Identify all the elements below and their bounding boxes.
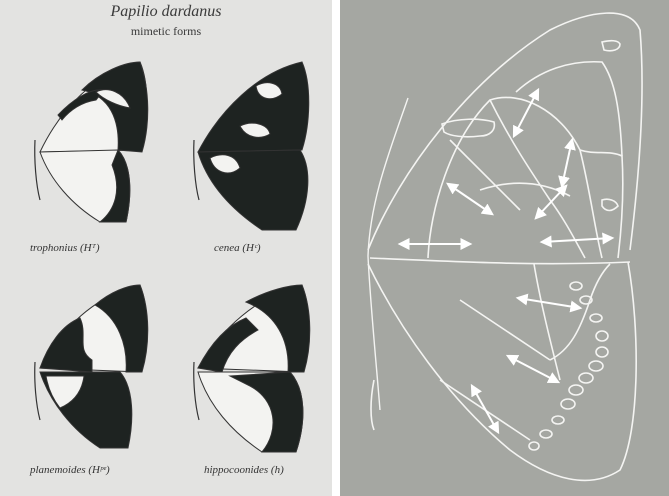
wing-venation-panel [340,0,669,496]
butterfly-trophonius [35,62,148,222]
butterfly-planemoides [35,285,148,448]
butterfly-cenea [194,62,309,230]
caption-hippocoonides: hippocoonides (h) [204,464,284,476]
caption-planemoides: planemoides (Hᵖᵉ) [30,464,110,476]
mimetic-forms-panel: Papilio dardanus mimetic forms [0,0,332,496]
wing-outline [368,13,642,480]
venation-diagram [340,0,669,496]
butterfly-hippocoonides [194,285,310,452]
caption-trophonius: trophonius (Hᵀ) [30,242,100,254]
caption-cenea: cenea (Hᶜ) [214,242,261,254]
